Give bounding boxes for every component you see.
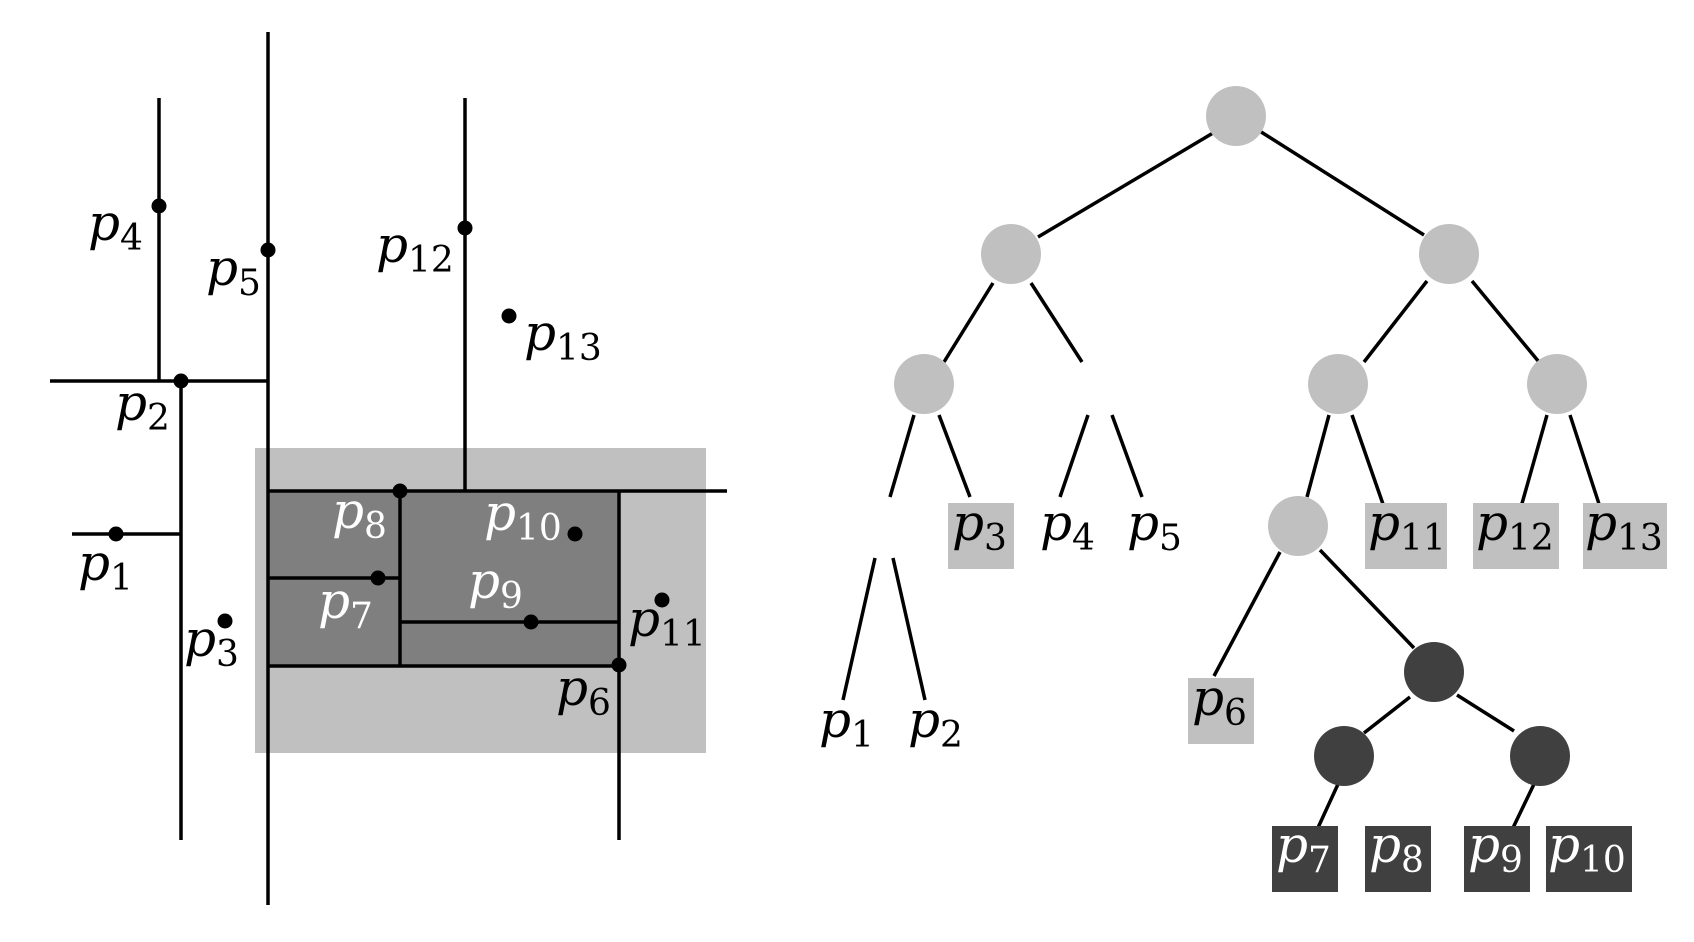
tree-node [1308, 354, 1368, 414]
edge [1058, 414, 1090, 498]
leaf-label-p7: p7 [1276, 816, 1331, 881]
leaf-label-p2: p2 [908, 691, 963, 756]
leaf-label-p9: p9 [1468, 816, 1523, 881]
point-p1 [108, 526, 124, 542]
point-p2 [173, 373, 189, 389]
point-p8 [392, 483, 408, 499]
label-p2: p2 [115, 374, 170, 439]
leaf-label-p6: p6 [1192, 669, 1247, 734]
label-p8: p8 [332, 482, 387, 547]
point-p6 [611, 657, 627, 673]
edge [888, 414, 916, 498]
leaf-label-p3: p3 [952, 494, 1007, 559]
point-p12 [457, 220, 473, 236]
label-p12: p12 [376, 216, 454, 281]
leaf-box-p10 [1546, 826, 1632, 892]
leaf-label-p10: p10 [1548, 816, 1626, 881]
leaf-box-p8 [1365, 826, 1431, 892]
label-p5: p5 [206, 239, 261, 304]
data-points [108, 198, 670, 673]
tree-node [1268, 496, 1328, 556]
edge [1110, 414, 1144, 498]
label-p6: p6 [556, 659, 611, 724]
leaf-box-p3 [948, 503, 1014, 569]
point-p5 [260, 242, 276, 258]
label-p7: p7 [318, 572, 373, 637]
label-p10: p10 [484, 484, 562, 549]
edge [1029, 282, 1084, 363]
edge [1257, 128, 1425, 237]
leaf-label-p4: p4 [1040, 494, 1095, 559]
leaf-label-p11: p11 [1368, 494, 1446, 559]
tree-node-reported [1510, 726, 1570, 786]
leaf-label-p8: p8 [1369, 816, 1424, 881]
leaf-box-p12 [1473, 503, 1559, 569]
label-p1: p1 [78, 534, 133, 599]
tree-node-reported [1314, 726, 1374, 786]
leaf-label-boxes [948, 503, 1667, 892]
point-p3 [217, 613, 233, 629]
edge [1470, 279, 1541, 364]
tree-edges [841, 128, 1602, 833]
edge [1362, 695, 1412, 735]
edge [1314, 781, 1341, 833]
point-p4 [151, 198, 167, 214]
tree-node-reported [1404, 642, 1464, 702]
point-p13 [501, 308, 517, 324]
leaf-label-p12: p12 [1476, 494, 1554, 559]
edge [1350, 414, 1386, 508]
tree-leaf-labels: p1 p2 p3 p4 p5 p6 p7 p8 p9 p10 p11 p12 p… [819, 494, 1663, 881]
point-p9 [523, 614, 539, 630]
label-p11: p11 [628, 590, 706, 655]
point-p11 [654, 592, 670, 608]
leaf-box-p13 [1583, 503, 1667, 569]
tree-node [894, 354, 954, 414]
edge [937, 414, 972, 498]
edge [841, 557, 877, 701]
leaf-label-p13: p13 [1585, 494, 1663, 559]
edge [1037, 131, 1214, 239]
tree-node-root [1206, 86, 1266, 146]
leaf-label-p1: p1 [819, 691, 874, 756]
leaf-label-p5: p5 [1127, 494, 1182, 559]
leaf-box-p11 [1365, 503, 1447, 569]
kd-tree-panel: p1 p2 p3 p4 p5 p6 p7 p8 p9 p10 p11 p12 p… [819, 86, 1667, 892]
subdivision-labels: p1 p2 p3 p4 p5 p6 p7 p8 p9 p10 p11 p12 p… [78, 194, 706, 724]
leaf-box-p9 [1464, 826, 1530, 892]
tree-nodes [894, 86, 1587, 786]
edge [1362, 279, 1429, 364]
label-p9: p9 [468, 552, 523, 617]
edge [1318, 548, 1416, 650]
edge [942, 282, 995, 363]
edge [1568, 414, 1602, 508]
edge [891, 557, 927, 701]
edge [1212, 551, 1282, 677]
point-p10 [567, 526, 583, 542]
edge [1509, 781, 1537, 833]
edge [1456, 693, 1515, 733]
leaf-box-p6 [1188, 678, 1254, 744]
point-p7 [370, 570, 386, 586]
leaf-box-p7 [1272, 826, 1338, 892]
tree-node [1527, 354, 1587, 414]
edge [1305, 414, 1331, 498]
label-p13: p13 [524, 304, 602, 369]
tree-node [1419, 224, 1479, 284]
subdivision-panel: p1 p2 p3 p4 p5 p6 p7 p8 p9 p10 p11 p12 p… [50, 32, 727, 905]
edge [1519, 414, 1549, 508]
label-p3: p3 [184, 610, 239, 675]
tree-node [981, 224, 1041, 284]
label-p4: p4 [88, 194, 143, 259]
